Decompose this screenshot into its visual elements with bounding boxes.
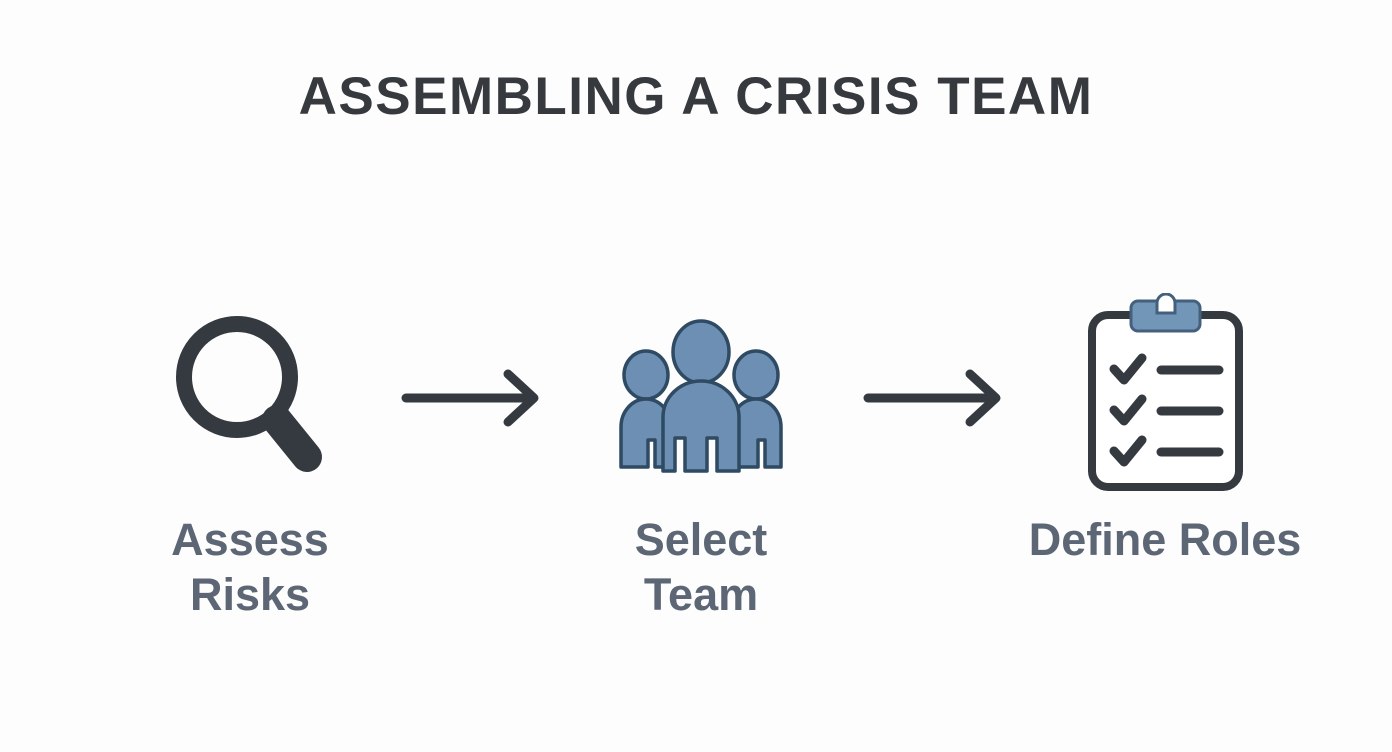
people-group-icon [601,315,801,480]
step-icon-container [85,290,415,505]
arrow-right-icon-1 [400,368,560,428]
page-title: ASSEMBLING A CRISIS TEAM [298,67,1094,126]
step-label-define-roles: Define Roles [1028,514,1302,565]
process-flow: Assess Risks [0,290,1392,670]
step-define-roles: Define Roles [1000,290,1330,670]
step-icon-container [536,290,866,505]
clipboard-checklist-icon [1083,292,1248,503]
step-label-select-team: Select Team [634,514,768,620]
step-label-assess-risks: Assess Risks [171,514,329,620]
arrow-right-icon-2 [862,368,1022,428]
step-assess-risks: Assess Risks [85,290,415,670]
step-select-team: Select Team [536,290,866,670]
magnifying-glass-icon [165,305,335,490]
step-icon-container [1000,290,1330,505]
